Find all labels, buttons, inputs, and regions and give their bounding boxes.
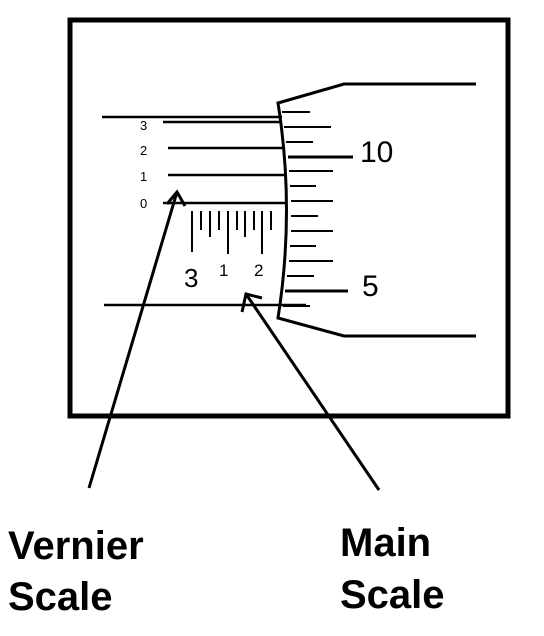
main-scale-caption-line2: Scale (340, 573, 445, 617)
vernier-scale-caption-line1: Vernier (8, 524, 144, 568)
vernier-pointer-arrow-shaft (87, 191, 179, 489)
thimble-label-10: 10 (360, 136, 393, 169)
vernier-pointer-arrowhead (165, 189, 187, 207)
thimble-label-5: 5 (362, 270, 379, 303)
main-pointer-arrowhead (240, 292, 263, 313)
vernier-label-0: 0 (140, 196, 147, 211)
vernier-scale-caption-line2: Scale (8, 575, 113, 619)
main-scale-label-2: 2 (254, 261, 263, 280)
main-scale-caption-line1: Main (340, 521, 431, 565)
vernier-label-3: 3 (140, 118, 147, 133)
thimble-outline (276, 82, 476, 338)
diagram-frame (67, 17, 511, 419)
vernier-label-2: 2 (140, 143, 147, 158)
main-pointer-arrow-shaft (244, 293, 381, 491)
main-scale-label-1: 1 (219, 261, 228, 280)
main-scale-label-big: 3 (184, 263, 198, 293)
vernier-label-1: 1 (140, 169, 147, 184)
